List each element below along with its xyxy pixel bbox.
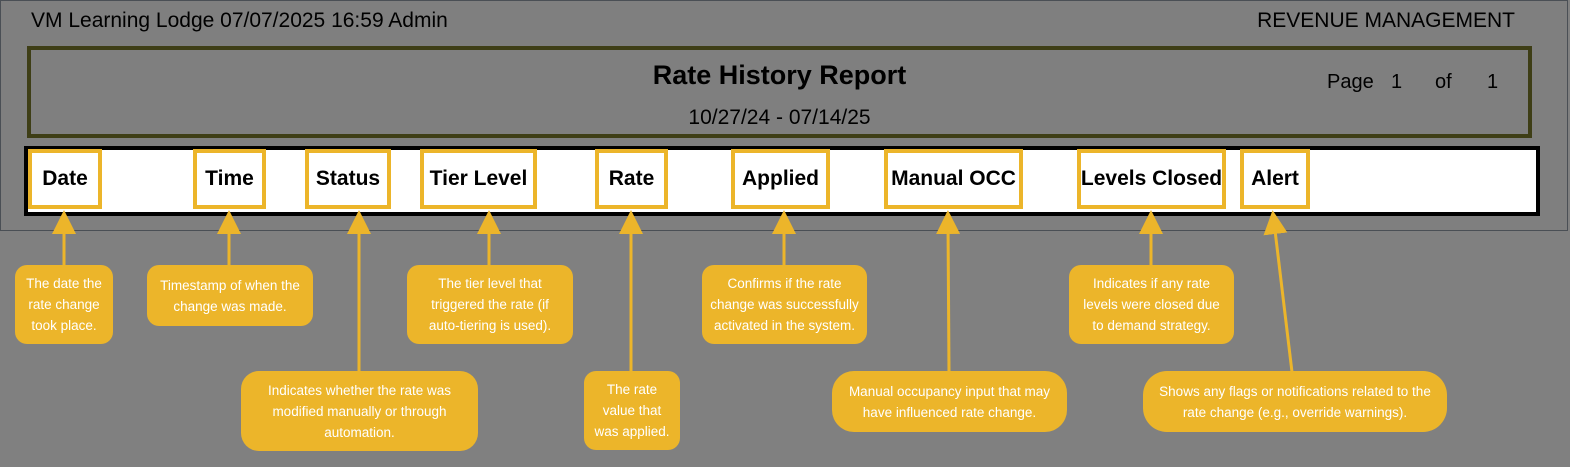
column-header-manual-occ[interactable]: Manual OCC [884,149,1023,209]
report-title: Rate History Report [652,60,907,90]
column-header-rate[interactable]: Rate [595,149,668,209]
arrow-alert [1263,210,1294,373]
column-header-alert[interactable]: Alert [1240,149,1310,209]
annotation-date: The date the rate change took place. [15,265,113,344]
column-header-date[interactable]: Date [28,149,102,209]
annotation-status: Indicates whether the rate was modified … [241,371,478,451]
report-title-box: Rate History Report 10/27/24 - 07/14/25 … [27,46,1532,138]
column-header-levels-closed[interactable]: Levels Closed [1077,149,1226,209]
of-label: of [1435,71,1452,93]
column-header-tier-level[interactable]: Tier Level [420,149,537,209]
annotation-time: Timestamp of when the change was made. [147,265,313,326]
module-title: REVENUE MANAGEMENT [1257,9,1515,32]
annotation-tier-level: The tier level that triggered the rate (… [407,265,573,344]
column-header-time[interactable]: Time [193,149,266,209]
arrow-manual-occ [936,210,961,373]
annotation-rate: The rate value that was applied. [584,371,680,450]
annotation-applied: Confirms if the rate change was successf… [702,265,867,344]
column-header-applied[interactable]: Applied [731,149,830,209]
property-user-info: VM Learning Lodge 07/07/2025 16:59 Admin [31,9,448,32]
page-total: 1 [1487,71,1499,93]
page-current: 1 [1391,71,1403,93]
report-date-range: 10/27/24 - 07/14/25 [688,106,871,129]
column-header-status[interactable]: Status [305,149,391,209]
annotation-manual-occ: Manual occupancy input that may have inf… [832,371,1067,432]
annotation-alert: Shows any flags or notifications related… [1143,371,1447,432]
page-label: Page [1327,71,1374,93]
annotation-levels-closed: Indicates if any rate levels were closed… [1069,265,1234,344]
